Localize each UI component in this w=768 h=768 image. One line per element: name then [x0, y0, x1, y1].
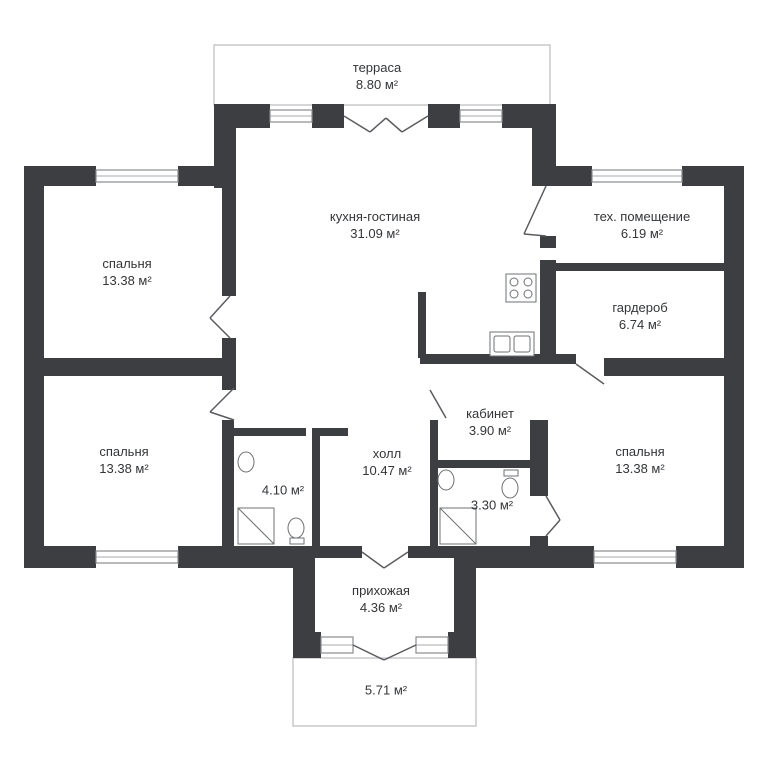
window-lines [96, 115, 682, 646]
room-bedroom-nw: спальня 13.38 м² [102, 255, 151, 289]
room-entry: прихожая 4.36 м² [352, 582, 410, 616]
room-bath-e: 3.30 м² [471, 497, 513, 514]
room-name: спальня [615, 444, 665, 459]
room-name: спальня [102, 256, 152, 271]
room-area: 6.19 м² [620, 226, 664, 241]
washbasin-icon [237, 451, 255, 473]
room-area: 4.36 м² [359, 600, 403, 615]
room-area: 31.09 м² [350, 226, 400, 241]
room-porch: 5.71 м² [365, 682, 407, 699]
room-area: 13.38 м² [615, 461, 665, 476]
doors [209, 115, 605, 661]
room-name: тех. помещение [593, 209, 691, 224]
room-area: 5.71 м² [364, 682, 408, 698]
room-name: терраса [352, 60, 402, 75]
toilet-icon [501, 477, 519, 499]
room-area: 6.74 м² [618, 317, 662, 332]
room-area: 3.90 м² [468, 423, 512, 438]
room-area: 3.30 м² [470, 497, 514, 513]
room-area: 13.38 м² [102, 273, 152, 288]
room-bedroom-sw: спальня 13.38 м² [99, 443, 148, 477]
room-area: 8.80 м² [355, 77, 399, 92]
washbasin-icon [437, 469, 455, 491]
room-name: спальня [99, 444, 149, 459]
room-terrace: терраса 8.80 м² [353, 59, 401, 93]
room-area: 13.38 м² [99, 461, 149, 476]
toilet-icon [287, 517, 305, 539]
room-area: 4.10 м² [261, 482, 305, 498]
room-kitchen-living: кухня-гостиная 31.09 м² [330, 208, 420, 242]
room-name: кухня-гостиная [329, 209, 421, 224]
room-bedroom-se: спальня 13.38 м² [615, 443, 664, 477]
kitchen-sink-icon [489, 331, 535, 357]
bath-w-fixtures [237, 451, 305, 545]
room-name: холл [372, 446, 402, 461]
room-office: кабинет 3.90 м² [466, 405, 514, 439]
room-wardrobe: гардероб 6.74 м² [612, 299, 667, 333]
windows [95, 109, 683, 654]
kitchen-stove-icon [505, 273, 537, 303]
bath-e-fixtures [437, 469, 519, 545]
room-bath-w: 4.10 м² [262, 482, 304, 499]
room-area: 10.47 м² [362, 463, 412, 478]
walls [24, 104, 744, 658]
terrace-outline [213, 44, 551, 106]
room-tech: тех. помещение 6.19 м² [594, 208, 690, 242]
room-name: гардероб [612, 300, 668, 315]
room-hall: холл 10.47 м² [362, 445, 411, 479]
room-name: кабинет [466, 406, 514, 421]
room-name: прихожая [352, 583, 410, 598]
porch-outline [292, 657, 477, 727]
